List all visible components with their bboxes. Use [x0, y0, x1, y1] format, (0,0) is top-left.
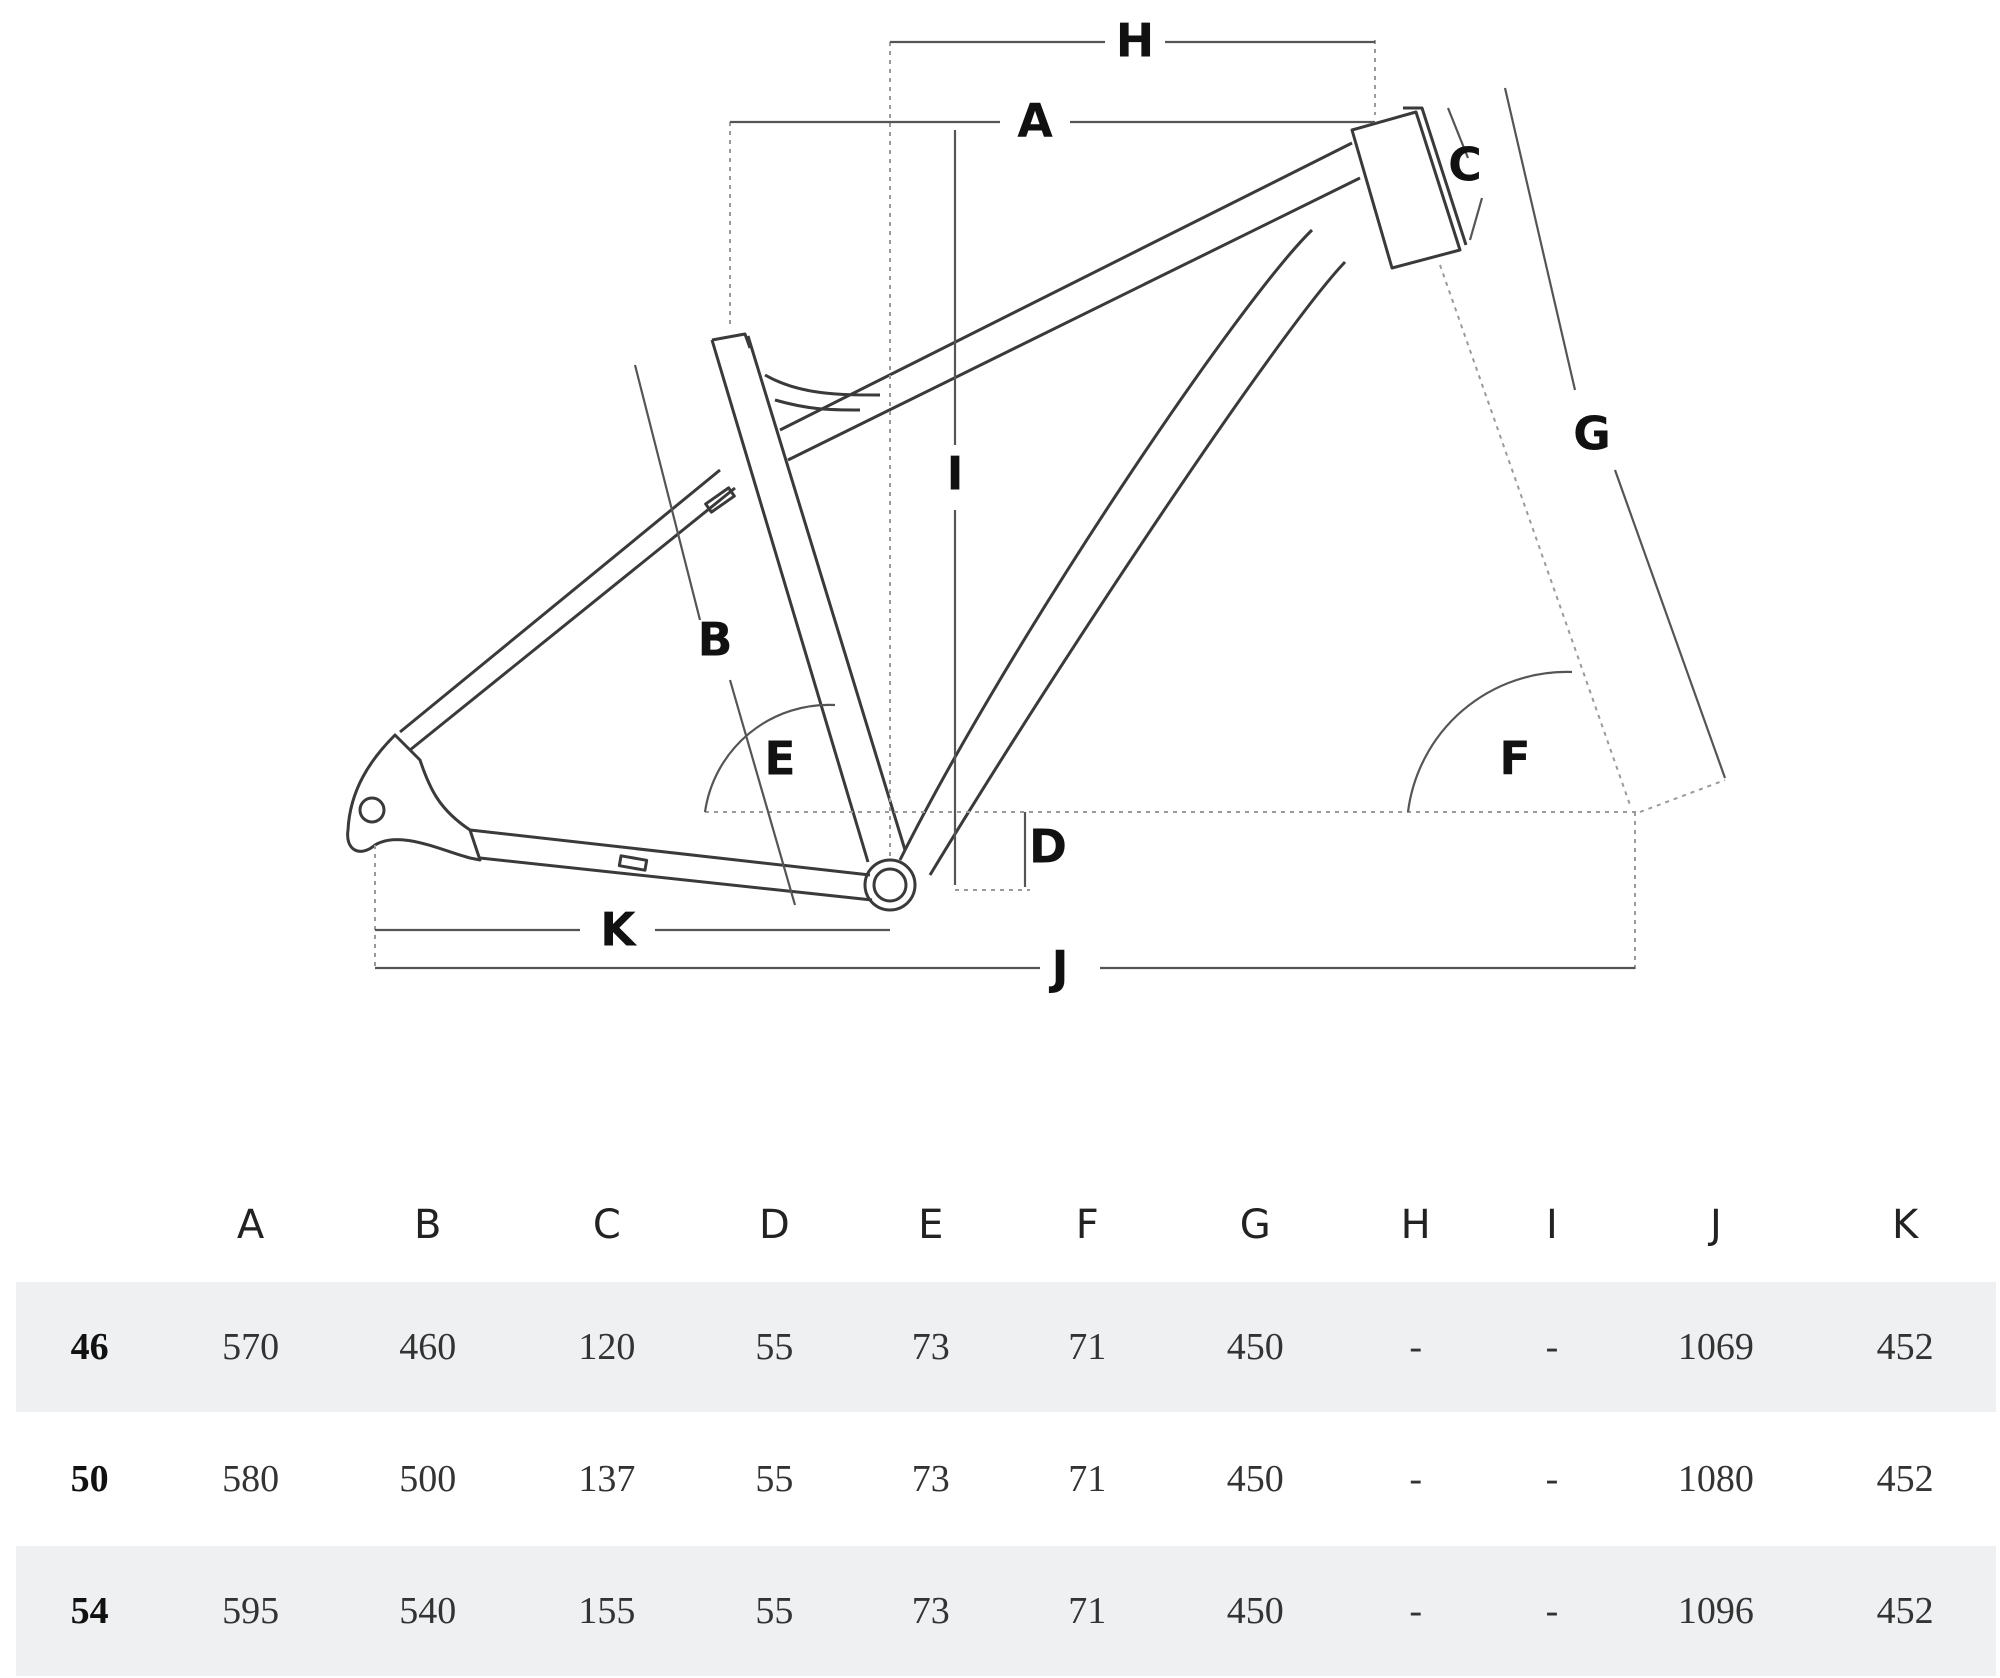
value-cell: -: [1409, 1458, 1422, 1500]
reference-lines: [374, 40, 1726, 970]
value-cell: 460: [337, 1282, 518, 1413]
table-row: 50 580 500 137 55 73 71 450 - - 1080 452: [16, 1413, 1996, 1545]
value-cell: 155: [517, 1545, 697, 1677]
label-H: H: [1116, 14, 1155, 68]
value-cell: 71: [1008, 1282, 1166, 1413]
value-cell: 1096: [1617, 1545, 1815, 1677]
header-k: K: [1892, 1202, 1919, 1248]
value-cell: -: [1345, 1545, 1487, 1677]
size-cell: 50: [70, 1458, 109, 1500]
header-h: H: [1400, 1202, 1431, 1248]
bike-frame-drawing: [346, 106, 1468, 912]
value-cell: 55: [696, 1545, 853, 1677]
label-F: F: [1499, 732, 1530, 786]
header-d: D: [758, 1202, 790, 1248]
label-A: A: [1017, 94, 1053, 148]
label-B: B: [697, 613, 732, 667]
bike-frame-geometry-diagram: H A C I G B E F D K J: [346, 14, 1727, 995]
label-I: I: [946, 447, 963, 501]
header-j: J: [1709, 1202, 1722, 1248]
value-cell: 450: [1226, 1458, 1284, 1500]
dimension-labels: H A C I G B E F D K J: [600, 14, 1611, 995]
value-cell: 73: [852, 1282, 1009, 1413]
value-cell: 73: [911, 1458, 950, 1500]
label-E: E: [764, 732, 795, 786]
header-a: A: [236, 1202, 265, 1248]
dimension-lines: [375, 40, 1727, 970]
label-K: K: [600, 903, 638, 957]
header-g: G: [1239, 1202, 1271, 1248]
header-i: I: [1546, 1202, 1558, 1248]
header-b: B: [413, 1202, 442, 1248]
value-cell: 73: [852, 1545, 1009, 1677]
value-cell: 452: [1876, 1458, 1934, 1500]
value-cell: -: [1545, 1458, 1559, 1500]
value-cell: 540: [337, 1545, 518, 1677]
label-J: J: [1048, 941, 1068, 995]
value-cell: -: [1486, 1545, 1618, 1677]
label-G: G: [1573, 407, 1611, 461]
value-cell: -: [1345, 1282, 1487, 1413]
header-row: A B C D E F G H I J K: [16, 1168, 1996, 1282]
value-cell: 137: [578, 1458, 636, 1500]
header-c: C: [592, 1202, 621, 1248]
size-cell: 54: [16, 1545, 164, 1677]
value-cell: 71: [1068, 1458, 1107, 1500]
table-header: A B C D E F G H I J K: [16, 1168, 1996, 1282]
value-cell: 570: [163, 1282, 338, 1413]
value-cell: 55: [696, 1282, 853, 1413]
label-C: C: [1448, 138, 1482, 192]
value-cell: 71: [1008, 1545, 1166, 1677]
header-e: E: [918, 1202, 944, 1248]
header-size: [16, 1168, 163, 1282]
value-cell: 500: [399, 1458, 457, 1500]
value-cell: 55: [755, 1458, 794, 1500]
label-D: D: [1029, 820, 1067, 874]
value-cell: 450: [1165, 1282, 1346, 1413]
header-f: F: [1075, 1202, 1099, 1248]
value-cell: 452: [1814, 1545, 1996, 1677]
value-cell: 450: [1165, 1545, 1346, 1677]
value-cell: 452: [1814, 1282, 1996, 1413]
value-cell: 580: [222, 1458, 280, 1500]
size-cell: 46: [16, 1282, 164, 1413]
value-cell: 595: [163, 1545, 338, 1677]
value-cell: -: [1486, 1282, 1618, 1413]
value-cell: 1080: [1677, 1458, 1754, 1500]
value-cell: 1069: [1617, 1282, 1815, 1413]
value-cell: 120: [517, 1282, 697, 1413]
